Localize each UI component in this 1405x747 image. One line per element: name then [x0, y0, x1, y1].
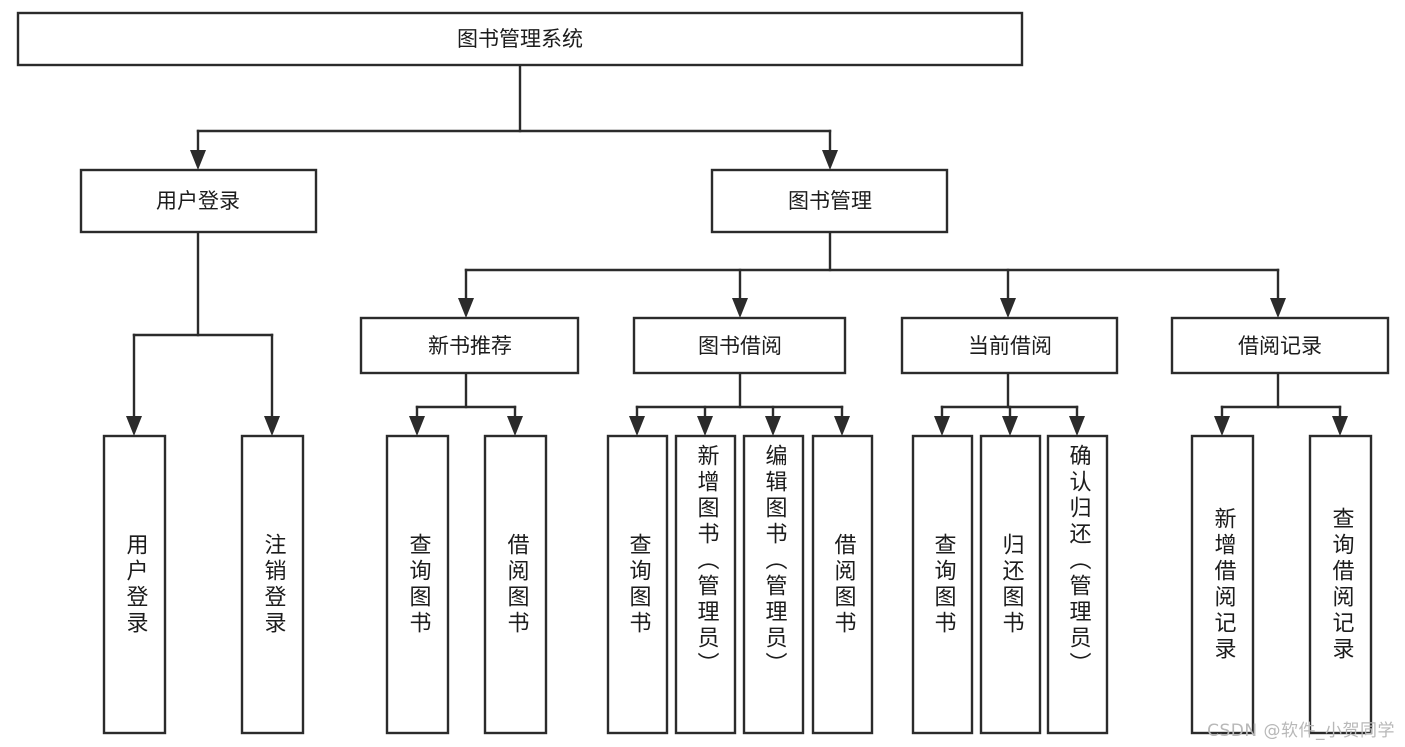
- arrow-nb2: [507, 416, 523, 436]
- leaf-box-current-borrow-3[interactable]: [1046, 434, 1109, 735]
- csdn-watermark: CSDN @软件_小贺同学: [1207, 721, 1395, 741]
- arrow-current-borrow: [1000, 298, 1016, 318]
- node-new-book[interactable]: 新书推荐: [359, 316, 580, 375]
- node-user-login[interactable]: 用户登录: [79, 168, 318, 234]
- leaf-box-user-login-2[interactable]: [240, 434, 305, 735]
- leaf-box-book-borrow-1[interactable]: [606, 434, 669, 735]
- node-book-manage-box[interactable]: [710, 168, 949, 234]
- leaf-box-user-login-1[interactable]: [102, 434, 167, 735]
- node-root[interactable]: 图书管理系统: [16, 11, 1024, 67]
- leaf-box-current-borrow-2[interactable]: [979, 434, 1042, 735]
- arrow-bb2: [697, 416, 713, 436]
- leaf-box-book-borrow-4[interactable]: [811, 434, 874, 735]
- node-user-login-label: 用户登录: [156, 189, 240, 213]
- arrow-to-user-login: [190, 150, 206, 170]
- node-book-manage[interactable]: 图书管理: [710, 168, 949, 234]
- leaf-box-borrow-record-1[interactable]: [1190, 434, 1255, 735]
- arrow-ul1: [126, 416, 142, 436]
- node-book-borrow[interactable]: 图书借阅: [632, 316, 847, 375]
- arrow-borrow-record: [1270, 298, 1286, 318]
- node-book-borrow-label: 图书借阅: [698, 334, 782, 358]
- arrow-ul2: [264, 416, 280, 436]
- leaf-box-borrow-record-2[interactable]: [1308, 434, 1373, 735]
- node-current-borrow-label: 当前借阅: [968, 334, 1052, 358]
- node-current-borrow[interactable]: 当前借阅: [900, 316, 1119, 375]
- node-borrow-record[interactable]: 借阅记录: [1170, 316, 1390, 375]
- node-root-box[interactable]: [16, 11, 1024, 67]
- arrow-to-book-manage: [822, 150, 838, 170]
- arrow-bb1: [629, 416, 645, 436]
- node-new-book-box[interactable]: [359, 316, 580, 375]
- node-user-login-box[interactable]: [79, 168, 318, 234]
- arrow-bb3: [765, 416, 781, 436]
- node-borrow-record-label: 借阅记录: [1238, 334, 1322, 358]
- arrow-new-book: [458, 298, 474, 318]
- arrow-cb1: [934, 416, 950, 436]
- leaf-box-current-borrow-1[interactable]: [911, 434, 974, 735]
- node-new-book-label: 新书推荐: [428, 334, 512, 358]
- arrow-cb3: [1069, 416, 1085, 436]
- arrow-book-borrow: [732, 298, 748, 318]
- leaf-box-new-book-1[interactable]: [385, 434, 450, 735]
- connectors: [126, 63, 1348, 436]
- arrow-br1: [1214, 416, 1230, 436]
- leaf-box-new-book-2[interactable]: [483, 434, 548, 735]
- arrow-bb4: [834, 416, 850, 436]
- node-root-label: 图书管理系统: [457, 27, 583, 51]
- arrow-br2: [1332, 416, 1348, 436]
- node-current-borrow-box[interactable]: [900, 316, 1119, 375]
- leaf-box-book-borrow-2[interactable]: [674, 434, 737, 735]
- arrow-nb1: [409, 416, 425, 436]
- node-book-manage-label: 图书管理: [788, 189, 872, 213]
- leaf-box-book-borrow-3[interactable]: [742, 434, 805, 735]
- node-borrow-record-box[interactable]: [1170, 316, 1390, 375]
- arrow-cb2: [1002, 416, 1018, 436]
- node-book-borrow-box[interactable]: [632, 316, 847, 375]
